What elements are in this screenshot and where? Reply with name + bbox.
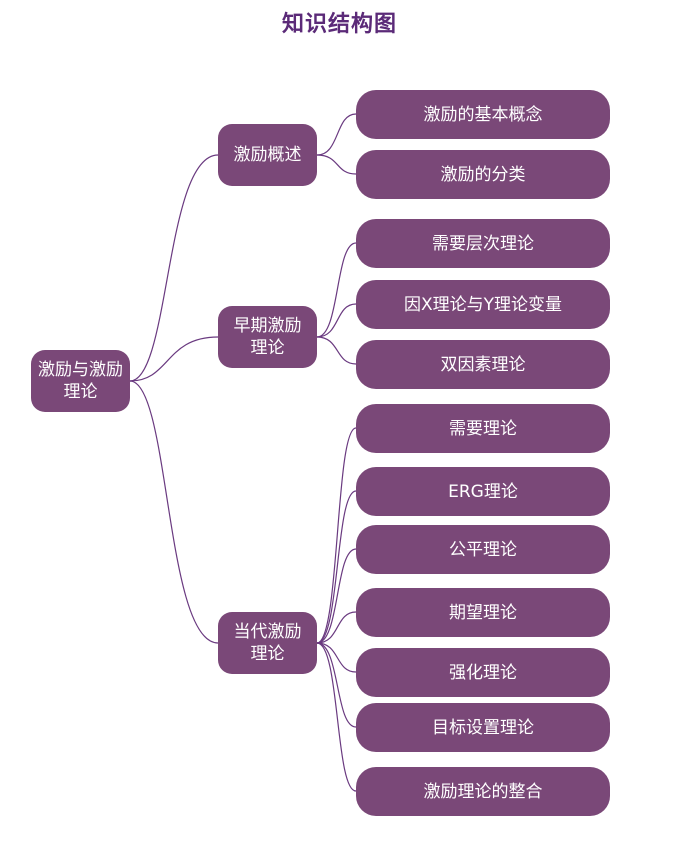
leaf-node[interactable]: 因X理论与Y理论变量 (356, 280, 610, 329)
connector-branch-1-leaf-2 (316, 154, 357, 175)
branch-node-3[interactable]: 当代激励理论 (218, 612, 317, 674)
connector-branch-1-leaf-1 (316, 113, 357, 156)
leaf-node-label: 激励理论的整合 (423, 781, 543, 802)
leaf-node[interactable]: 需要层次理论 (356, 219, 610, 268)
leaf-node[interactable]: 公平理论 (356, 525, 610, 574)
leaf-node-label: 激励的基本概念 (423, 104, 543, 125)
connector-branch-3-leaf-3 (316, 548, 357, 644)
connector-branch-2-leaf-3 (316, 336, 357, 365)
connector-branch-3-leaf-1 (316, 427, 357, 644)
leaf-node[interactable]: 期望理论 (356, 588, 610, 637)
branch-node-label: 当代激励理论 (233, 622, 302, 664)
branch-node-2[interactable]: 早期激励理论 (218, 306, 317, 368)
root-node-label: 激励与激励理论 (38, 360, 123, 402)
connector-branch-2-leaf-1 (316, 242, 357, 338)
leaf-node-label: 需要理论 (449, 418, 517, 439)
leaf-node-label: ERG理论 (448, 481, 518, 502)
connector-branch-3-leaf-5 (316, 642, 357, 673)
leaf-node-label: 公平理论 (449, 539, 517, 560)
connector-branch-3-leaf-6 (316, 642, 357, 728)
connector-branch-2-leaf-2 (316, 303, 357, 338)
branch-node-label: 激励概述 (233, 145, 302, 165)
leaf-node[interactable]: 需要理论 (356, 404, 610, 453)
leaf-node[interactable]: 强化理论 (356, 648, 610, 697)
leaf-node-label: 激励的分类 (440, 164, 526, 185)
leaf-node-label: 需要层次理论 (432, 233, 534, 254)
leaf-node[interactable]: 激励的基本概念 (356, 90, 610, 139)
branch-node-1[interactable]: 激励概述 (218, 124, 317, 186)
diagram-title: 知识结构图 (281, 12, 397, 37)
leaf-node-label: 期望理论 (449, 602, 517, 623)
root-node[interactable]: 激励与激励理论 (31, 350, 130, 412)
connector-branch-3-leaf-7 (316, 642, 357, 792)
connector-root-to-branch-3 (129, 380, 219, 644)
leaf-node[interactable]: 激励理论的整合 (356, 767, 610, 816)
leaf-node[interactable]: 激励的分类 (356, 150, 610, 199)
connector-root-to-branch-1 (129, 154, 219, 382)
leaf-node-label: 强化理论 (449, 662, 517, 683)
connector-branch-3-leaf-4 (316, 611, 357, 644)
leaf-node[interactable]: 双因素理论 (356, 340, 610, 389)
connector-root-to-branch-2 (129, 336, 219, 382)
branch-node-label: 早期激励理论 (233, 316, 302, 358)
leaf-node-label: 双因素理论 (440, 354, 526, 375)
leaf-node-label: 因X理论与Y理论变量 (403, 294, 563, 315)
leaf-node[interactable]: 目标设置理论 (356, 703, 610, 752)
leaf-node-label: 目标设置理论 (432, 717, 534, 738)
leaf-node[interactable]: ERG理论 (356, 467, 610, 516)
connector-branch-3-leaf-2 (316, 490, 357, 644)
